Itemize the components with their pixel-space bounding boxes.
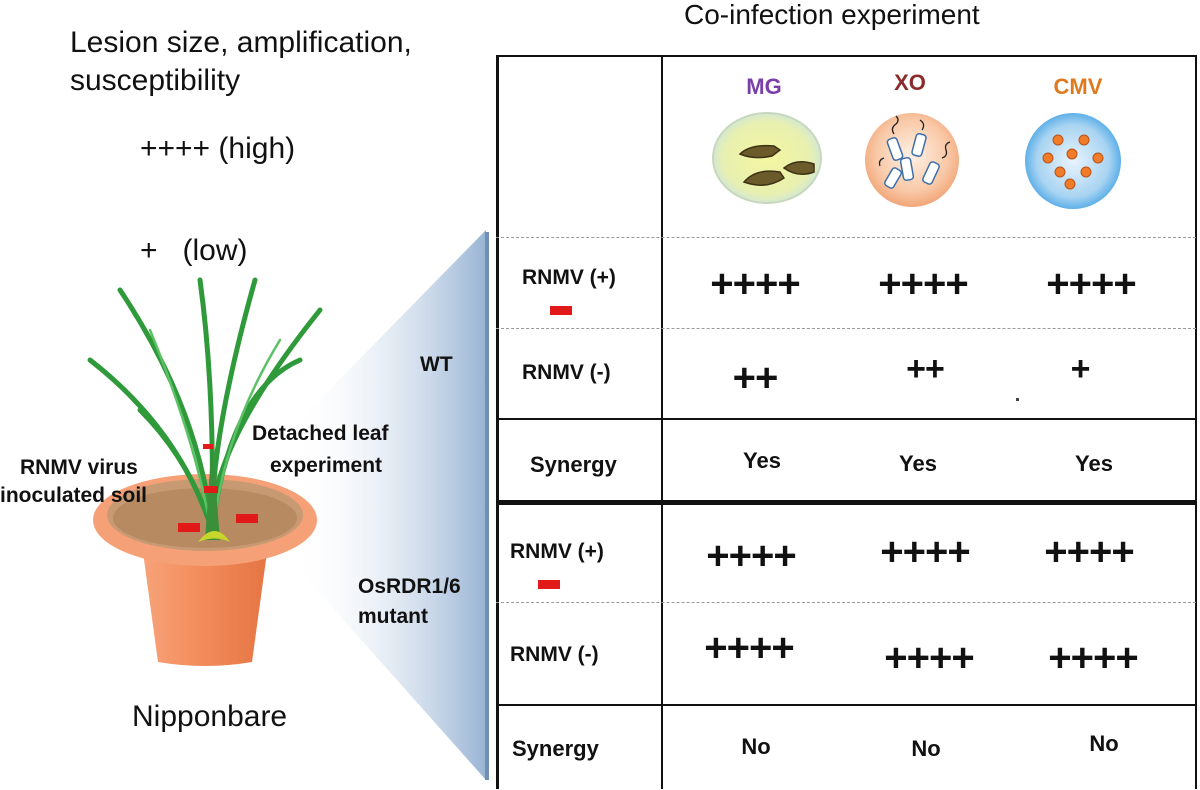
- stray-dot: [1016, 398, 1019, 401]
- leaf-label-line1: Detached leaf: [252, 422, 389, 445]
- pathogen-mg-label: MG: [746, 74, 782, 99]
- soil-label-line2: inoculated soil: [0, 484, 148, 507]
- rice-plant-pot-illustration: [87, 277, 323, 666]
- table-top-border: [496, 55, 1196, 57]
- mutant-synergy-divider: [496, 704, 1196, 706]
- pathogen-cmv-label: CMV: [1053, 74, 1103, 99]
- wt-row1-cmv-value: ++++: [1046, 262, 1136, 306]
- red-mark-pot-4: [236, 514, 258, 523]
- mutant-synergy-label: Synergy: [512, 736, 599, 761]
- wedge-edge-line: [485, 232, 489, 780]
- xo-bacteria-icon: [865, 113, 959, 207]
- table-left-border-bottom: [496, 505, 499, 789]
- mutant-synergy-xo-value: No: [911, 736, 941, 761]
- genotype-mutant-line2: mutant: [358, 605, 428, 628]
- genotype-divider: [496, 500, 1196, 505]
- wt-row2-label: RNMV (-): [522, 361, 611, 384]
- wt-row2-xo-value: ++: [906, 350, 945, 388]
- mutant-row2-mg-value: ++++: [704, 626, 794, 670]
- mutant-row2-cmv-value: ++++: [1048, 636, 1138, 680]
- mutant-row2-label: RNMV (-): [510, 643, 599, 666]
- red-mark-pot-2: [204, 486, 218, 493]
- mg-fungus-icon: [712, 112, 822, 204]
- legend-low: + (low): [140, 234, 248, 267]
- mutant-row1-red-mark: [538, 580, 560, 589]
- mutant-row1-label: RNMV (+): [510, 540, 604, 563]
- wt-synergy-mg-value: Yes: [743, 448, 781, 473]
- mutant-row-divider: [496, 602, 1196, 603]
- pathogen-xo-label: XO: [894, 70, 926, 95]
- wt-synergy-divider: [496, 418, 1196, 420]
- wt-row2-mg-value: ++: [732, 356, 779, 400]
- mutant-row1-cmv-value: ++++: [1044, 530, 1134, 574]
- mutant-row1-mg-value: ++++: [706, 534, 796, 578]
- genotype-wt: WT: [420, 353, 453, 376]
- wt-row1-label: RNMV (+): [522, 266, 616, 289]
- red-mark-pot-1: [203, 444, 213, 449]
- legend-high: ++++ (high): [140, 132, 296, 165]
- wt-row1-red-mark: [550, 306, 572, 315]
- header-divider: [496, 237, 1196, 238]
- legend-heading-line1: Lesion size, amplification,: [70, 26, 412, 59]
- plant-name: Nipponbare: [132, 700, 288, 733]
- soil-label-line1: RNMV virus: [20, 456, 138, 479]
- leaf-label-line2: experiment: [270, 454, 383, 477]
- genotype-mutant-line1: OsRDR1/6: [358, 575, 461, 598]
- table-left-border-top: [496, 55, 499, 500]
- mutant-row1-xo-value: ++++: [880, 530, 970, 574]
- red-mark-pot-3: [178, 523, 200, 532]
- mutant-row2-xo-value: ++++: [884, 636, 974, 680]
- diagram-title: Co-infection experiment: [684, 0, 980, 30]
- legend-heading-line2: susceptibility: [70, 64, 241, 97]
- mutant-synergy-mg-value: No: [741, 734, 771, 759]
- wt-synergy-xo-value: Yes: [899, 451, 937, 476]
- wt-row2-cmv-value: +: [1070, 350, 1091, 388]
- wt-synergy-cmv-value: Yes: [1075, 451, 1113, 476]
- projection-wedge: [290, 230, 486, 780]
- mutant-synergy-cmv-value: No: [1089, 731, 1119, 756]
- wt-synergy-label: Synergy: [530, 452, 617, 477]
- cmv-virus-icon: [1025, 113, 1121, 209]
- wt-row1-xo-value: ++++: [878, 262, 968, 306]
- wt-row1-mg-value: ++++: [710, 262, 800, 306]
- table-label-divider: [661, 55, 663, 789]
- table-right-border: [1195, 55, 1197, 789]
- wt-row-divider: [496, 328, 1196, 329]
